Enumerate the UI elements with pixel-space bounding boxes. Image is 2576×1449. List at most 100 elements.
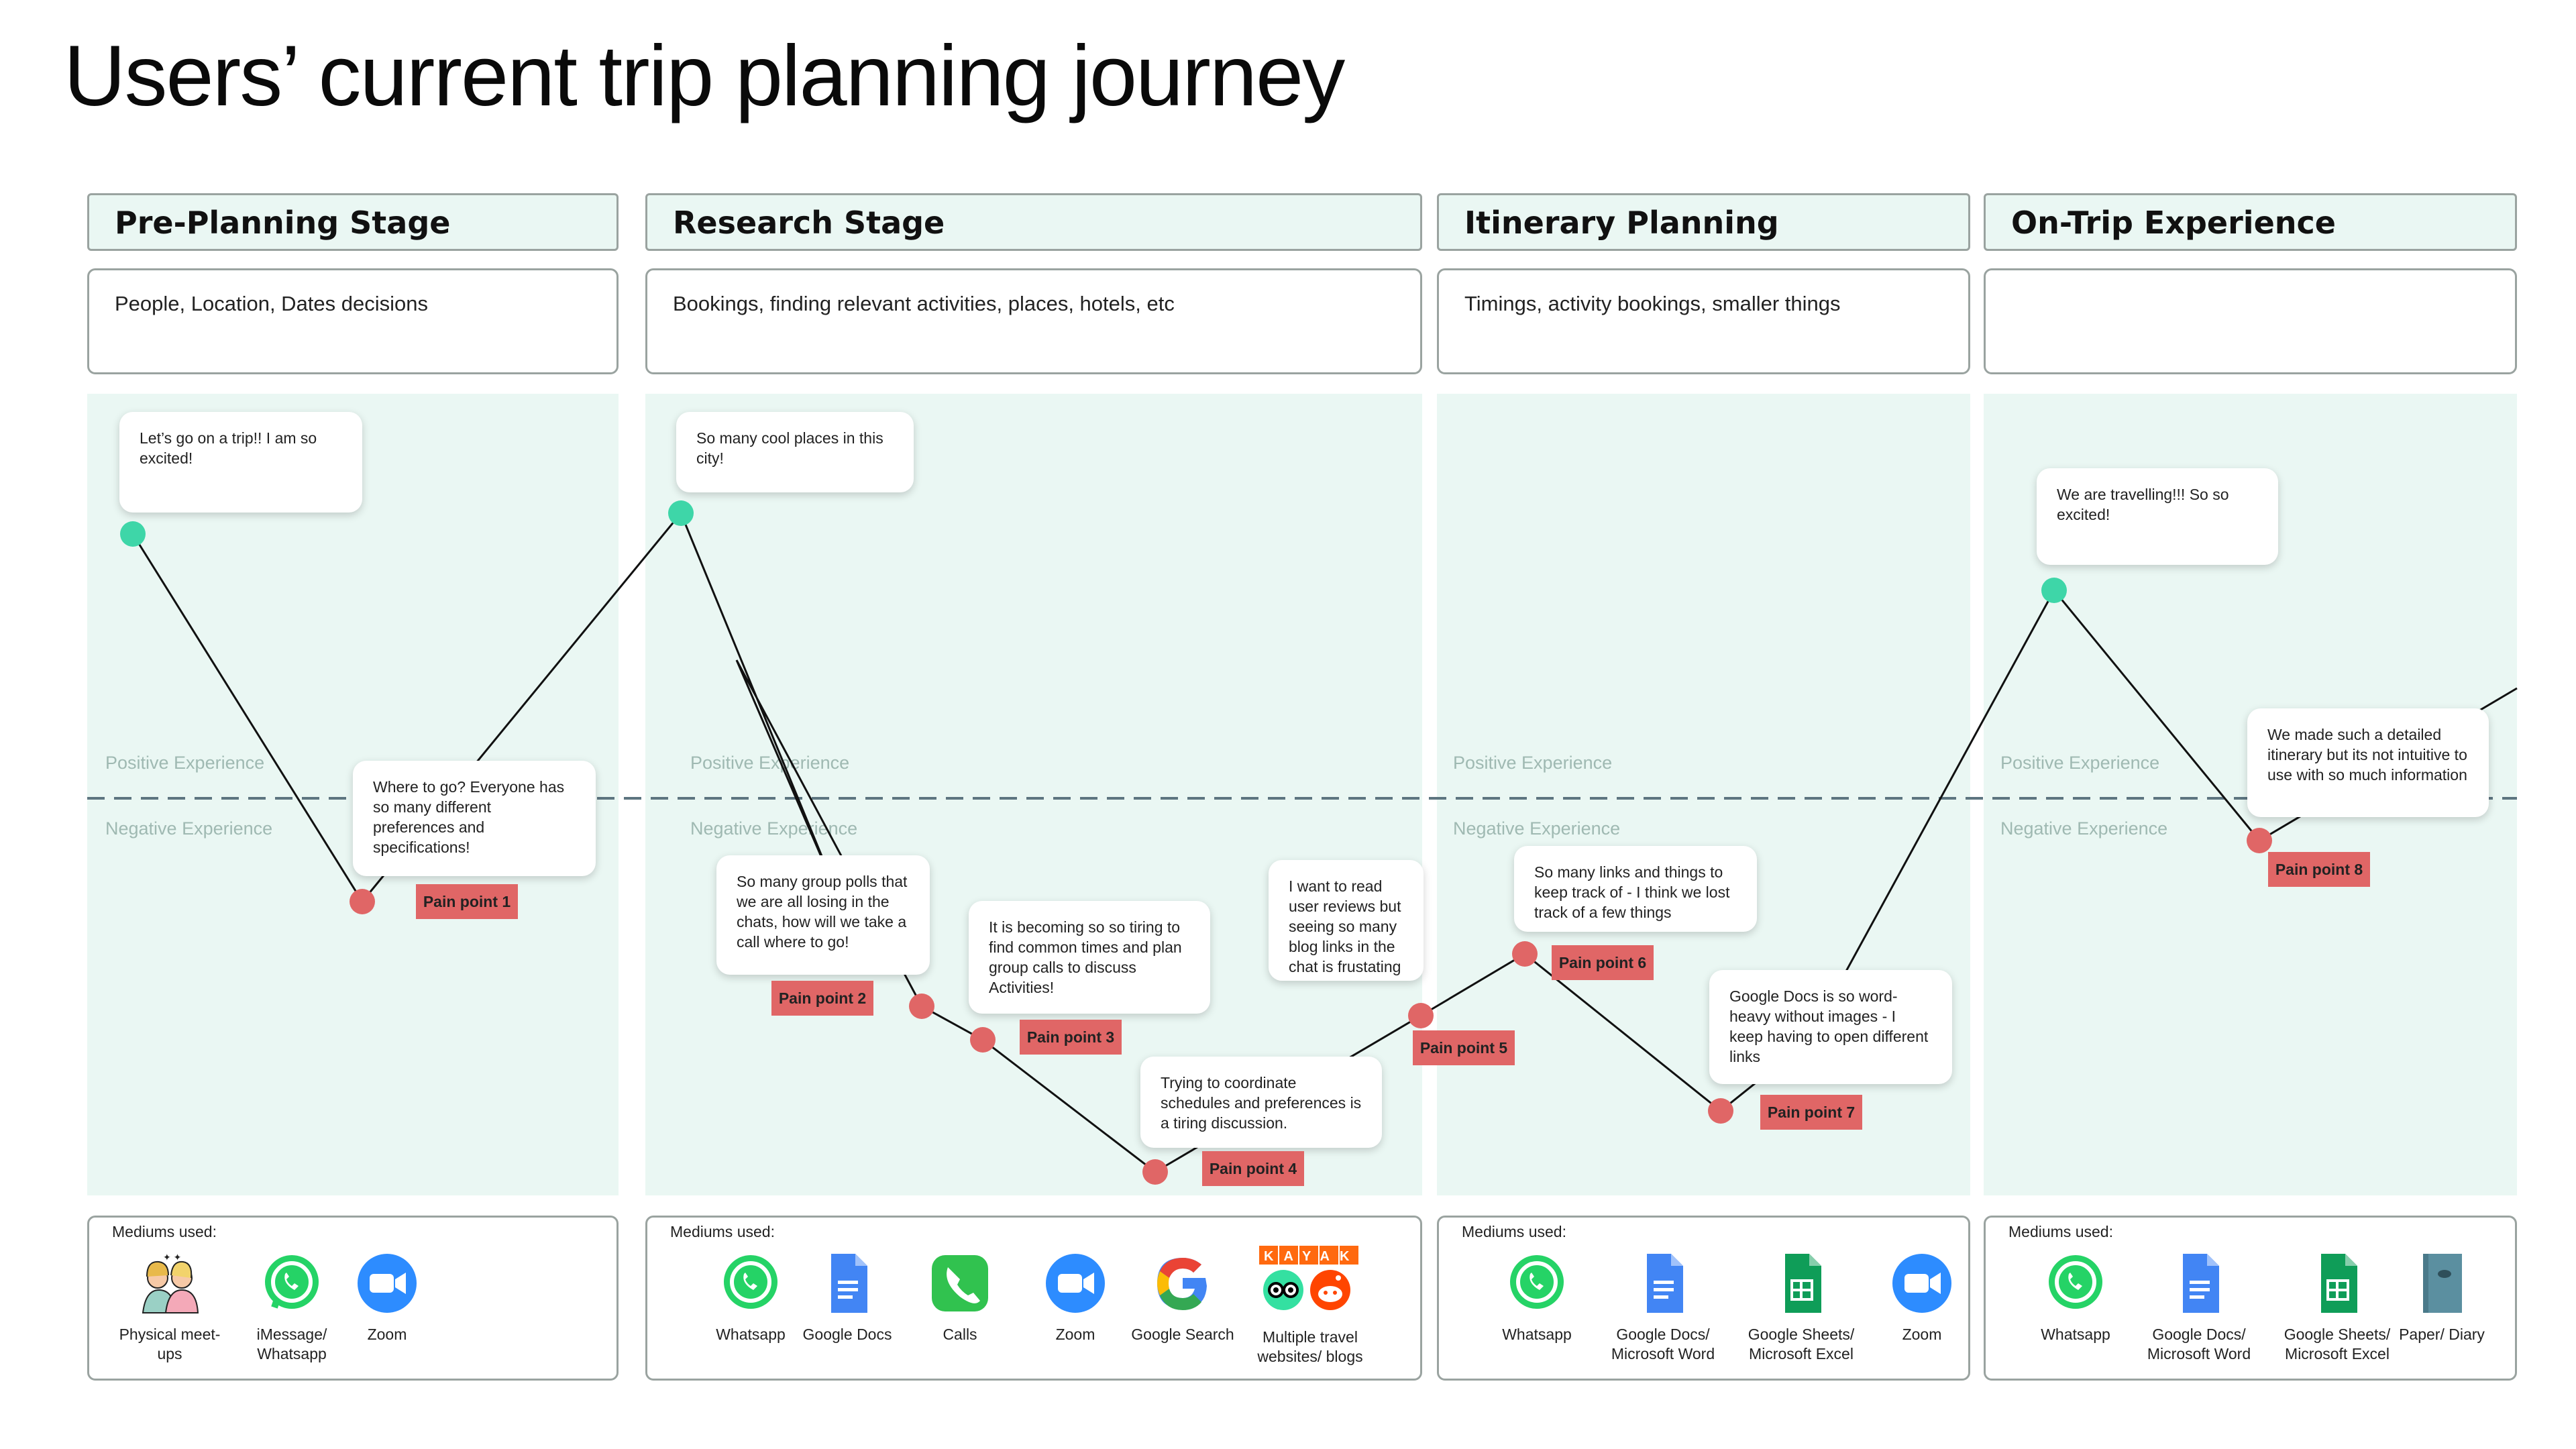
google-sheets-icon	[1769, 1251, 1833, 1316]
stage-description-itinerary: Timings, activity bookings, smaller thin…	[1437, 268, 1970, 374]
pain-point-label: Pain point 8	[2268, 852, 2370, 887]
negative-experience-label: Negative Experience	[1453, 818, 1621, 839]
medium-item: ✦ ✦ Physical meet-ups	[109, 1251, 230, 1364]
zoom-icon	[355, 1251, 419, 1316]
medium-label: Calls	[943, 1326, 977, 1343]
medium-label: Google Docs/ Microsoft Word	[2147, 1326, 2251, 1362]
medium-label: Whatsapp	[716, 1326, 786, 1343]
medium-item: Whatsapp	[1477, 1251, 1597, 1344]
medium-item: iMessage/ Whatsapp	[231, 1251, 352, 1364]
medium-item: KAYAK Multiple travel websites/ blogs	[1230, 1246, 1391, 1366]
positive-experience-label: Positive Experience	[2000, 753, 2160, 773]
positive-experience-label: Positive Experience	[105, 753, 265, 773]
medium-item: Paper/ Diary	[2381, 1251, 2502, 1344]
medium-label: Whatsapp	[2041, 1326, 2110, 1343]
medium-label: iMessage/ Whatsapp	[256, 1326, 327, 1362]
google-docs-icon	[815, 1251, 879, 1316]
comment-bubble: We made such a detailed itinerary but it…	[2247, 708, 2489, 817]
medium-label: Zoom	[1902, 1326, 1942, 1343]
comment-bubble: Trying to coordinate schedules and prefe…	[1140, 1057, 1382, 1148]
mediums-title: Mediums used:	[112, 1223, 217, 1240]
medium-label: Google Sheets/ Microsoft Excel	[1748, 1326, 1855, 1362]
google-docs-icon	[1631, 1251, 1695, 1316]
medium-label: Google Docs	[802, 1326, 892, 1343]
mediums-panel-itinerary: Mediums used: Whatsapp Google Docs/ Micr…	[1437, 1216, 1970, 1381]
medium-label: Google Search	[1131, 1326, 1234, 1343]
pain-point-label: Pain point 6	[1552, 945, 1654, 980]
kayak-logo: KAYAK	[1259, 1246, 1359, 1265]
zoom-icon	[1890, 1251, 1954, 1316]
stage-header-research: Research Stage	[645, 193, 1422, 251]
stage-description-on-trip	[1984, 268, 2517, 374]
pain-point-label: Pain point 3	[1020, 1020, 1122, 1055]
negative-experience-label: Negative Experience	[105, 818, 273, 839]
medium-item: Zoom	[1015, 1251, 1136, 1344]
comment-bubble: So many group polls that we are all losi…	[716, 855, 930, 975]
medium-label: Paper/ Diary	[2399, 1326, 2485, 1343]
medium-label: Physical meet-ups	[119, 1326, 221, 1362]
comment-bubble: I want to read user reviews but seeing s…	[1269, 860, 1424, 981]
travel-sites-icon: KAYAK	[1256, 1246, 1364, 1318]
medium-label: Google Docs/ Microsoft Word	[1611, 1326, 1715, 1362]
medium-item: Google Sheets/ Microsoft Excel	[1734, 1251, 1868, 1364]
pain-point-label: Pain point 4	[1202, 1151, 1304, 1186]
stage-title: Itinerary Planning	[1464, 205, 1779, 241]
stage-header-on-trip: On-Trip Experience	[1984, 193, 2517, 251]
diary-icon	[2410, 1251, 2474, 1316]
zoom-icon	[1043, 1251, 1108, 1316]
negative-experience-label: Negative Experience	[690, 818, 858, 839]
comment-bubble: So many cool places in this city!	[676, 412, 914, 492]
google-icon	[1150, 1251, 1215, 1316]
medium-label: Zoom	[1055, 1326, 1095, 1343]
pain-point-label: Pain point 5	[1413, 1030, 1515, 1065]
medium-item: Google Search	[1122, 1251, 1243, 1344]
comment-bubble: We are travelling!!! So so excited!	[2037, 468, 2278, 565]
medium-item: Whatsapp	[2015, 1251, 2136, 1344]
whatsapp-icon	[1505, 1251, 1569, 1316]
stage-header-pre-planning: Pre-Planning Stage	[87, 193, 619, 251]
medium-item: Google Docs	[787, 1251, 908, 1344]
mediums-title: Mediums used:	[1462, 1223, 1566, 1240]
whatsapp-icon	[260, 1251, 324, 1316]
positive-experience-label: Positive Experience	[690, 753, 850, 773]
mediums-panel-pre-planning: Mediums used: ✦ ✦ Physical meet-ups i	[87, 1216, 619, 1381]
phone-icon	[928, 1251, 992, 1316]
mediums-title: Mediums used:	[2008, 1223, 2113, 1240]
medium-label: Zoom	[367, 1326, 407, 1343]
google-sheets-icon	[2305, 1251, 2369, 1316]
pain-point-label: Pain point 2	[771, 981, 873, 1016]
medium-item: Google Docs/ Microsoft Word	[1596, 1251, 1730, 1364]
medium-label: Multiple travel websites/ blogs	[1257, 1328, 1363, 1365]
page-title: Users’ current trip planning journey	[64, 28, 1345, 124]
medium-label: Whatsapp	[1502, 1326, 1572, 1343]
whatsapp-icon	[718, 1251, 783, 1316]
stage-description-research: Bookings, finding relevant activities, p…	[645, 268, 1422, 374]
medium-item: Google Sheets/ Microsoft Excel	[2270, 1251, 2404, 1364]
comment-bubble: So many links and things to keep track o…	[1514, 846, 1757, 932]
comment-bubble: Let’s go on a trip!! I am so excited!	[119, 412, 362, 513]
stage-description-pre-planning: People, Location, Dates decisions	[87, 268, 619, 374]
svg-text:KAYAK: KAYAK	[1264, 1249, 1359, 1264]
comment-bubble: Google Docs is so word-heavy without ima…	[1709, 970, 1952, 1084]
stage-description-text: Timings, activity bookings, smaller thin…	[1464, 292, 1841, 315]
medium-item: Zoom	[327, 1251, 447, 1344]
comment-bubble: It is becoming so so tiring to find comm…	[969, 901, 1210, 1014]
positive-experience-label: Positive Experience	[1453, 753, 1613, 773]
people-icon: ✦ ✦	[138, 1251, 202, 1316]
stage-title: Pre-Planning Stage	[115, 205, 451, 241]
stage-description-text: Bookings, finding relevant activities, p…	[673, 292, 1175, 315]
stage-header-itinerary: Itinerary Planning	[1437, 193, 1970, 251]
mediums-panel-research: Mediums used: Whatsapp Google Docs	[645, 1216, 1422, 1381]
svg-text:✦ ✦: ✦ ✦	[163, 1252, 182, 1263]
whatsapp-icon	[2043, 1251, 2108, 1316]
medium-label: Google Sheets/ Microsoft Excel	[2284, 1326, 2391, 1362]
pain-point-label: Pain point 7	[1760, 1095, 1862, 1130]
stage-description-text: People, Location, Dates decisions	[115, 292, 429, 315]
medium-item: Zoom	[1862, 1251, 1982, 1344]
mediums-panel-on-trip: Mediums used: Whatsapp Google Docs/ Micr…	[1984, 1216, 2517, 1381]
comment-bubble: Where to go? Everyone has so many differ…	[353, 761, 596, 876]
stage-title: Research Stage	[673, 205, 945, 241]
pain-point-label: Pain point 1	[416, 884, 518, 919]
negative-experience-label: Negative Experience	[2000, 818, 2168, 839]
google-docs-icon	[2167, 1251, 2231, 1316]
